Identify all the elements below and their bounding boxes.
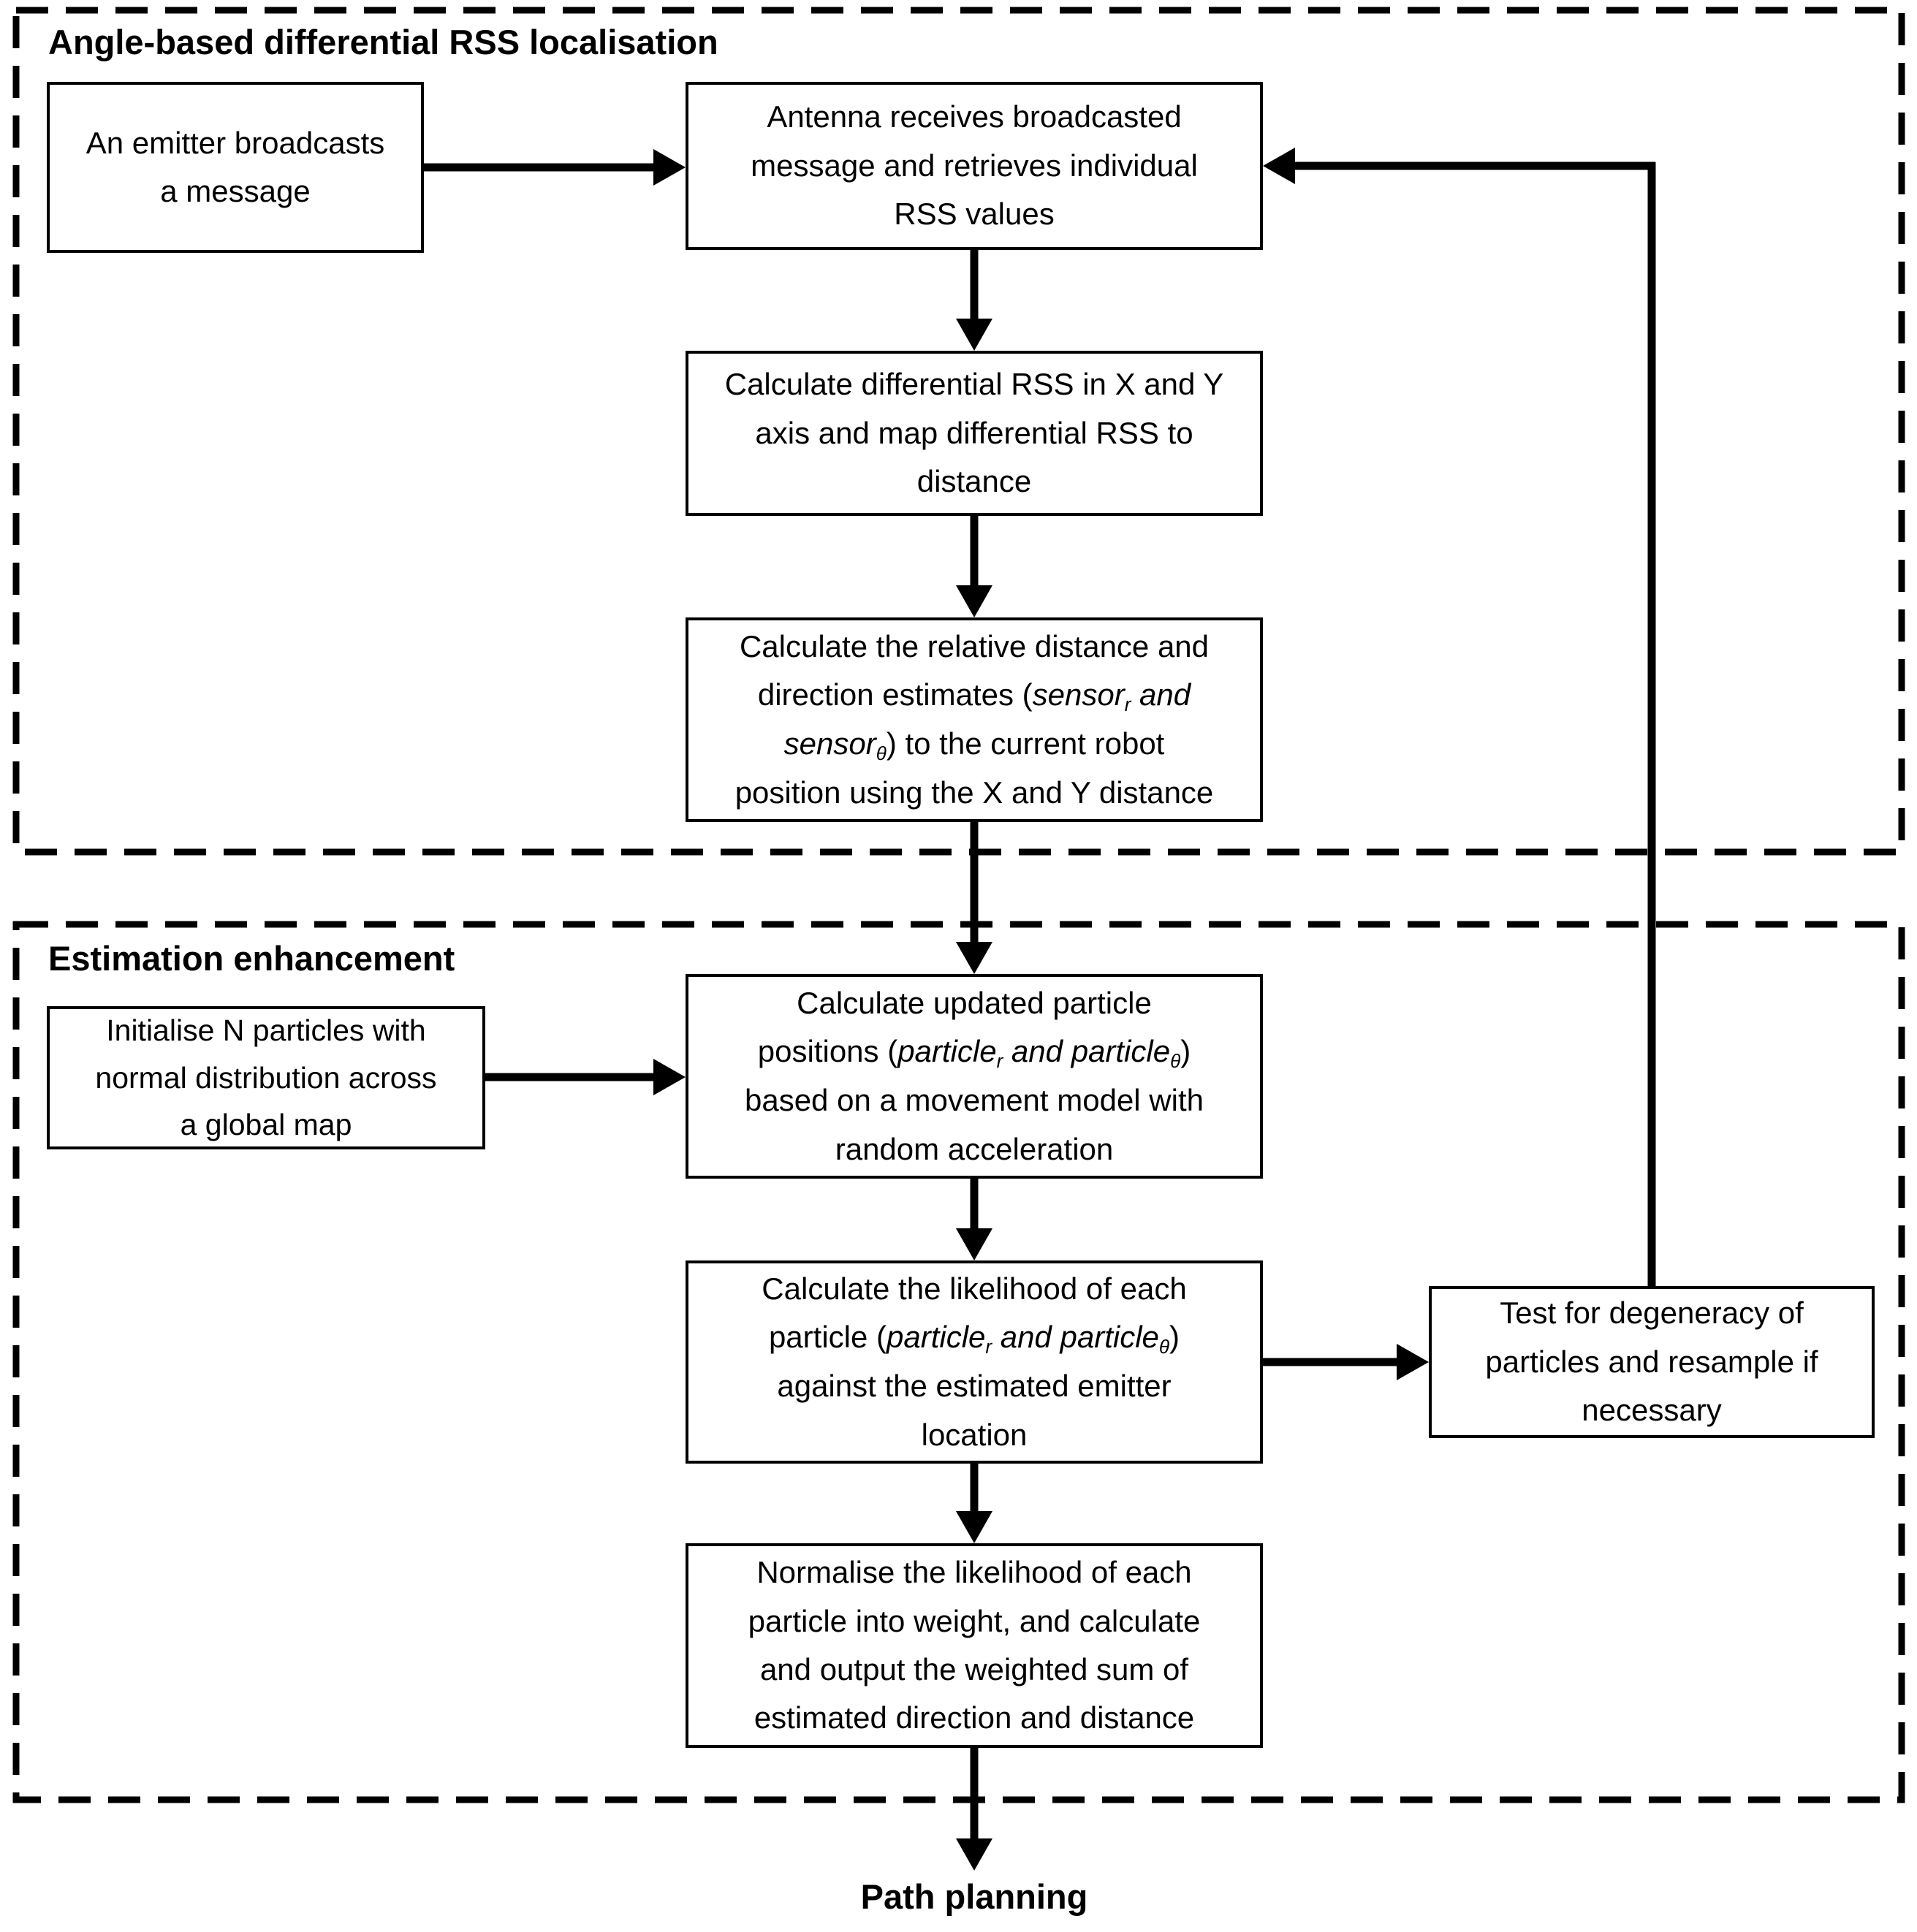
- arrow-diffrss-to-sensor: [956, 516, 992, 617]
- arrow-emitter-to-antenna: [424, 149, 686, 186]
- arrow-likelihood-to-normalise: [956, 1464, 992, 1543]
- arrow-sensor-to-particleupdate: [956, 822, 992, 974]
- section-title-localisation: Angle-based differential RSS localisatio…: [48, 23, 718, 61]
- arrow-degeneracy-to-antenna: [1263, 148, 1656, 1286]
- arrow-init-to-particleupdate: [485, 1059, 686, 1095]
- arrow-normalise-to-pathplanning: [956, 1748, 992, 1871]
- arrow-antenna-to-diffrss: [956, 250, 992, 351]
- arrow-particleupdate-to-likelihood: [956, 1179, 992, 1260]
- section-title-enhancement: Estimation enhancement: [48, 939, 455, 978]
- section-border-enhancement: [12, 921, 1905, 1803]
- path-planning-label: Path planning: [860, 1877, 1088, 1916]
- arrow-likelihood-to-degeneracy: [1263, 1344, 1429, 1380]
- section-border-localisation: [12, 7, 1905, 856]
